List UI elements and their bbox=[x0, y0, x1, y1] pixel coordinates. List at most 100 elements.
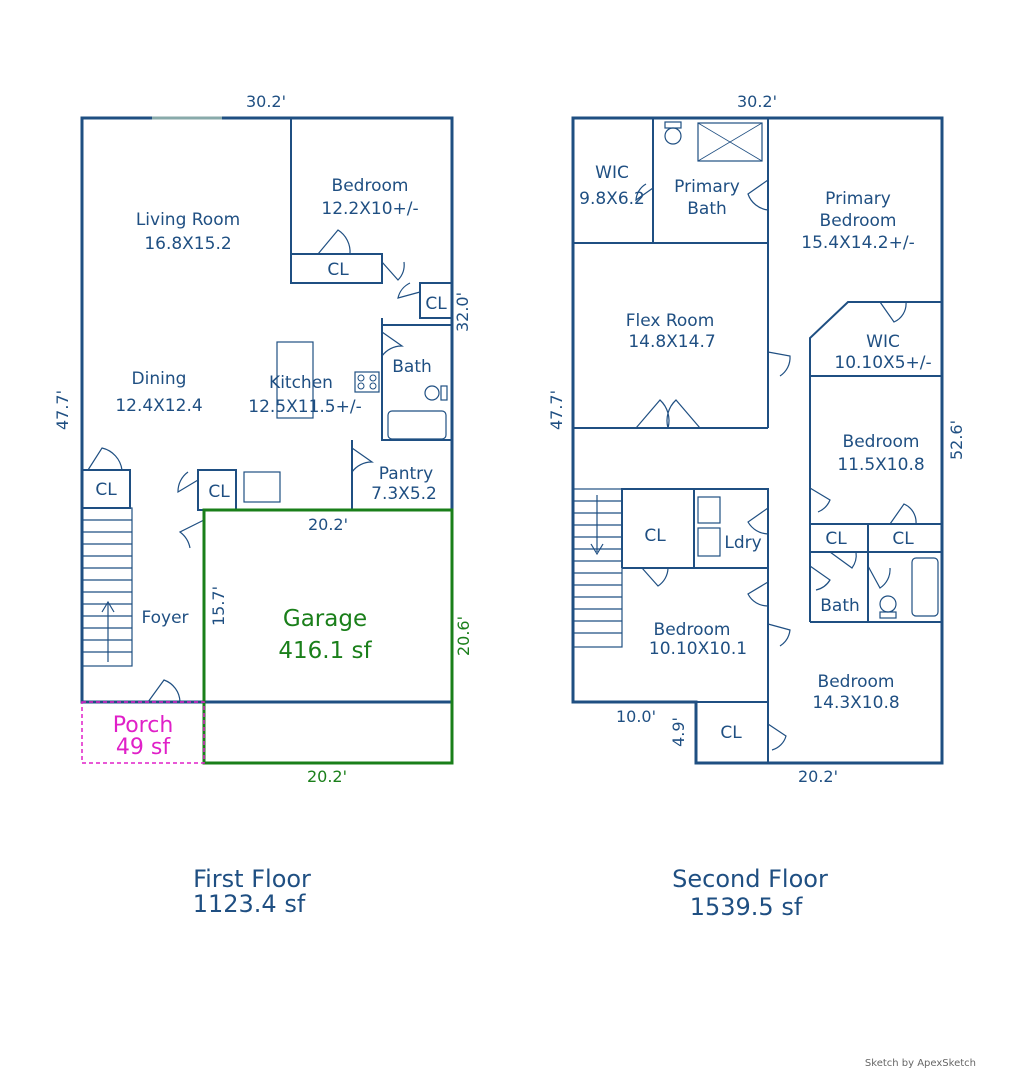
sf-bedroom4-size: 14.3X10.8 bbox=[812, 693, 899, 713]
second-floor-title: Second Floor bbox=[672, 865, 828, 893]
stair-arrow-head bbox=[590, 543, 604, 556]
ff-bedroom-name: Bedroom bbox=[332, 176, 409, 196]
kitchen-sink bbox=[243, 471, 281, 503]
porch-name: Porch bbox=[113, 713, 174, 738]
first-floor-stairs bbox=[81, 507, 133, 667]
sf-laundry-closet-label: CL bbox=[644, 526, 666, 546]
sf-primary-bedroom-size: 15.4X14.2+/- bbox=[801, 233, 914, 253]
bath-door-2 bbox=[867, 565, 891, 589]
stair-arrow-head bbox=[101, 600, 115, 613]
primary-toilet bbox=[664, 127, 682, 145]
sf-bedroom4-name: Bedroom bbox=[818, 672, 895, 692]
kitchen-closet-door bbox=[177, 471, 199, 494]
sketch-credit: Sketch by ApexSketch bbox=[864, 1058, 976, 1069]
primary-toilet-tank bbox=[664, 121, 682, 129]
primary-bath-door bbox=[747, 179, 769, 211]
ff-kitchen-closet-label: CL bbox=[208, 482, 230, 502]
sf-right-dim: 52.6' bbox=[947, 420, 966, 460]
second-floor-exterior-wall bbox=[571, 116, 944, 765]
kitchen-island bbox=[276, 341, 314, 419]
second-floor bbox=[571, 116, 944, 765]
stove-burner bbox=[369, 374, 377, 382]
bath-closet-door-2 bbox=[889, 503, 917, 525]
toilet bbox=[424, 385, 440, 401]
second-floor-toilet-tank bbox=[879, 611, 897, 619]
sf-wic2-name: WIC bbox=[866, 332, 900, 352]
hall-door bbox=[381, 261, 405, 281]
ff-kitchen-size: 12.5X11.5+/- bbox=[248, 397, 361, 417]
garage-left-dim: 15.7' bbox=[209, 586, 228, 626]
bedroom3-door bbox=[747, 581, 769, 607]
bath-closet-door-1 bbox=[829, 551, 857, 569]
stove-burner bbox=[369, 382, 377, 390]
first-floor-area: 1123.4 sf bbox=[193, 890, 306, 918]
hall-closet-door bbox=[397, 282, 421, 299]
ff-foyer-label: Foyer bbox=[141, 608, 188, 628]
shower-hatch bbox=[697, 122, 763, 162]
sf-notch-height-dim: 4.9' bbox=[669, 717, 688, 747]
garage-top-dim: 20.2' bbox=[308, 515, 348, 534]
porch-area: 49 sf bbox=[116, 735, 171, 760]
garage-wall bbox=[202, 508, 454, 765]
wic-door bbox=[635, 183, 654, 202]
ff-dining-size: 12.4X12.4 bbox=[115, 396, 202, 416]
primary-shower bbox=[697, 122, 763, 162]
pantry-door bbox=[351, 447, 374, 473]
ff-living-room-size: 16.8X15.2 bbox=[144, 234, 231, 254]
sf-laundry-label: Ldry bbox=[724, 533, 761, 553]
second-floor-toilet bbox=[879, 595, 897, 613]
bath-door bbox=[381, 331, 404, 357]
bedroom-closet-wall bbox=[290, 253, 383, 284]
bedroom-door bbox=[317, 229, 351, 255]
bedroom2-door bbox=[809, 487, 831, 513]
first-floor-title: First Floor bbox=[193, 865, 311, 893]
stove bbox=[354, 371, 380, 393]
sf-bedroom3-size: 10.10X10.1 bbox=[649, 639, 747, 659]
ff-left-dim: 47.7' bbox=[53, 390, 72, 430]
wic2-door bbox=[879, 301, 907, 323]
bath-wall bbox=[381, 318, 452, 441]
ff-living-room-name: Living Room bbox=[136, 210, 240, 230]
stairs-outline bbox=[572, 488, 623, 648]
sf-bedroom3-name: Bedroom bbox=[654, 620, 731, 640]
bathtub bbox=[387, 410, 447, 440]
washer bbox=[697, 496, 721, 524]
sf-notch-width-dim: 10.0' bbox=[616, 707, 656, 726]
ff-bedroom-closet-label: CL bbox=[327, 260, 349, 280]
laundry-door bbox=[747, 507, 769, 535]
laundry-closet-door bbox=[641, 567, 669, 587]
wic2-wall bbox=[809, 301, 942, 377]
first-floor-exterior-wall bbox=[80, 116, 454, 704]
second-floor-stairs bbox=[572, 488, 623, 648]
second-floor-bathtub bbox=[911, 557, 939, 617]
garage-right-dim: 20.6' bbox=[454, 616, 473, 656]
sf-wic-size: 9.8X6.2 bbox=[579, 189, 645, 209]
sf-wic-name: WIC bbox=[595, 163, 629, 183]
sf-primary-bath-name2: Bath bbox=[687, 199, 727, 219]
sf-bedroom2-size: 11.5X10.8 bbox=[837, 455, 924, 475]
first-floor bbox=[80, 116, 454, 704]
sf-primary-bedroom-name: Primary bbox=[825, 189, 891, 209]
flex-room-door-left bbox=[635, 399, 670, 429]
sf-notch-closet-label: CL bbox=[720, 723, 742, 743]
sf-bottom-dim: 20.2' bbox=[798, 767, 838, 786]
ff-right-dim: 32.0' bbox=[453, 292, 472, 332]
sf-primary-bath-name: Primary bbox=[674, 177, 740, 197]
ff-hall-closet-label: CL bbox=[425, 294, 447, 314]
ff-pantry-name: Pantry bbox=[379, 464, 433, 484]
dryer bbox=[697, 527, 721, 557]
bath-entry-door bbox=[809, 565, 831, 591]
sf-bath-closet2-label: CL bbox=[892, 529, 914, 549]
ff-bedroom-size: 12.2X10+/- bbox=[321, 199, 418, 219]
sf-wic2-size: 10.10X5+/- bbox=[834, 353, 931, 373]
sf-flex-room-size: 14.8X14.7 bbox=[628, 332, 715, 352]
hall-closet-wall bbox=[419, 282, 453, 319]
sf-primary-bedroom-name2: Bedroom bbox=[820, 211, 897, 231]
sf-left-dim: 47.7' bbox=[547, 390, 566, 430]
stairs-outline bbox=[81, 507, 133, 667]
garage-bottom-dim: 20.2' bbox=[307, 767, 347, 786]
sf-bath-label: Bath bbox=[820, 596, 860, 616]
foyer-closet-door bbox=[87, 447, 123, 471]
garage-area: 416.1 sf bbox=[278, 638, 372, 664]
